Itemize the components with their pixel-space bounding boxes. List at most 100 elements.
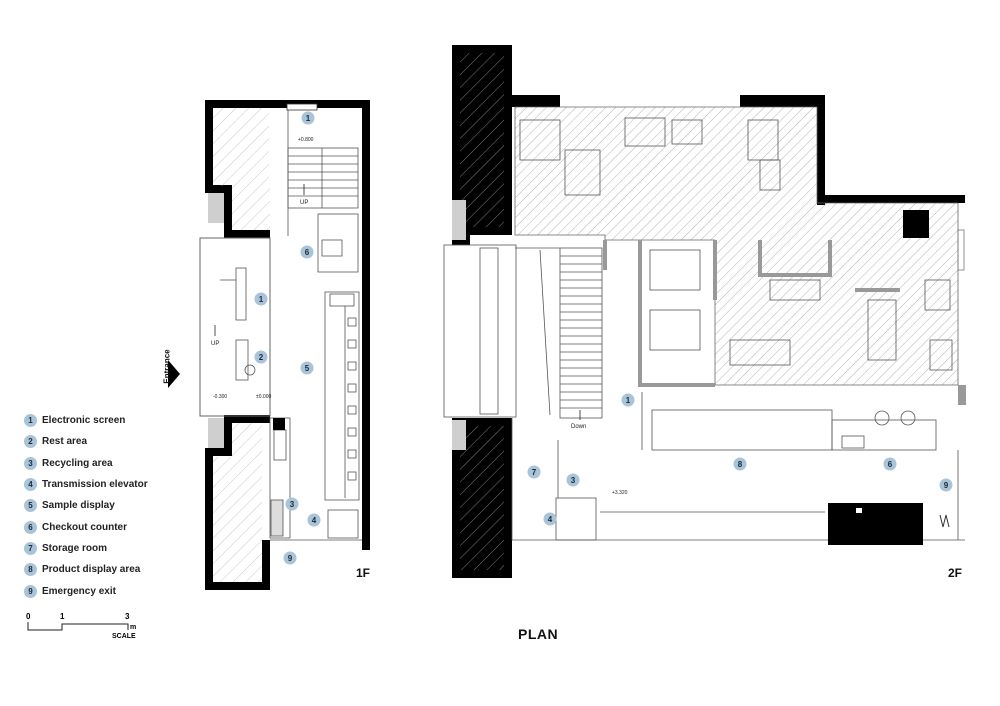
- plan-annotations: UP UP +0.800 -0.300 ±0.000 Down +3.320: [211, 137, 628, 496]
- f1-upper-left-wall: [205, 100, 270, 238]
- legend-badge: 9: [24, 584, 37, 598]
- plan-number-badges: 1 1 2 5 6 3 4 9 1 7 3 4 8 6 9: [254, 111, 953, 565]
- badge-f2-4: 4: [543, 512, 557, 526]
- legend-item: 5 Sample display: [24, 495, 148, 516]
- f1-lower-hatch-2: [232, 423, 262, 457]
- svg-text:3: 3: [571, 476, 576, 485]
- badge-f1-9: 9: [283, 551, 297, 565]
- legend-label: Checkout counter: [42, 521, 128, 533]
- f2-top-wall-b: [740, 95, 825, 107]
- svg-text:4: 4: [312, 516, 317, 525]
- badge-f2-3: 3: [566, 473, 580, 487]
- legend-label: Sample display: [42, 500, 115, 512]
- f1-pilaster-bottom: [208, 418, 224, 448]
- legend-badge: 3: [24, 456, 37, 470]
- badge-f1-2: 2: [254, 350, 268, 364]
- f2-down-label: Down: [571, 424, 586, 430]
- legend-item: 4 Transmission elevator: [24, 474, 148, 495]
- svg-text:9: 9: [944, 481, 949, 490]
- badge-label: 1: [306, 114, 311, 123]
- f1-entrance-frame: [199, 237, 271, 417]
- f1-rest-area-furniture: [220, 267, 256, 381]
- first-floor-plan: [199, 100, 370, 590]
- scale-tick-1: 1: [60, 612, 65, 621]
- f2-upper-left-hatch: [460, 53, 504, 227]
- f2-black-block-detail: [856, 508, 862, 513]
- f1-level-top: +0.800: [298, 137, 314, 143]
- second-floor-plan: [443, 45, 966, 578]
- f2-level: +3.320: [612, 490, 628, 496]
- legend-label: Storage room: [42, 542, 108, 554]
- f1-stairs: [287, 108, 359, 236]
- f2-partitions: [603, 240, 900, 387]
- legend-item: 2 Rest area: [24, 431, 148, 452]
- f1-upper-hatch-2: [232, 186, 270, 230]
- legend-label: Emergency exit: [42, 585, 116, 597]
- f2-right-top-wall: [817, 195, 965, 203]
- scale-tick-0: 0: [26, 612, 31, 621]
- f1-up-label-top: UP: [300, 200, 308, 206]
- legend-item: 7 Storage room: [24, 538, 148, 559]
- badge-f1-3: 3: [285, 497, 299, 511]
- badge-f2-8: 8: [733, 457, 747, 471]
- f1-upper-hatch: [213, 108, 269, 186]
- f2-stairs: [515, 247, 603, 419]
- f2-product-display-counter: [641, 392, 937, 451]
- badge-f1-1b: 1: [254, 292, 268, 306]
- f1-sample-display-shelf: [324, 291, 360, 501]
- legend-label: Product display area: [42, 564, 141, 576]
- badge-f2-6: 6: [883, 457, 897, 471]
- svg-text:1: 1: [259, 295, 264, 304]
- legend-badge: 5: [24, 499, 37, 513]
- svg-text:1: 1: [626, 396, 631, 405]
- f1-level-a: -0.300: [213, 394, 227, 400]
- f1-lower-hatch: [213, 457, 262, 582]
- legend-label: Rest area: [42, 436, 88, 448]
- svg-text:3: 3: [290, 500, 295, 509]
- floor-label-2f: 2F: [948, 566, 963, 580]
- floor-label-1f: 1F: [356, 566, 371, 580]
- svg-text:5: 5: [305, 364, 310, 373]
- svg-text:2: 2: [259, 353, 264, 362]
- legend-label: Recycling area: [42, 457, 113, 469]
- f2-back-of-house-hatch: [514, 106, 959, 386]
- badge-f2-1: 1: [621, 393, 635, 407]
- f2-right-pilaster: [958, 385, 966, 405]
- f2-pilaster-top: [452, 200, 466, 240]
- svg-text:6: 6: [888, 460, 893, 469]
- legend-label: Transmission elevator: [42, 479, 148, 491]
- entrance-arrow-icon: [168, 360, 180, 388]
- f1-service-area: [269, 417, 362, 541]
- f2-right-step-wall: [817, 95, 825, 205]
- legend-item: 8 Product display area: [24, 559, 148, 580]
- svg-text:6: 6: [305, 248, 310, 257]
- legend-badge: 8: [24, 563, 37, 577]
- badge-f1-1: 1: [301, 111, 315, 125]
- f2-exit-stairs: [939, 514, 950, 528]
- scale-unit: m: [130, 624, 136, 631]
- f1-checkout-counter: [317, 213, 359, 273]
- f2-pilaster-bottom: [452, 420, 466, 450]
- f2-furniture: [519, 117, 953, 371]
- f2-right-door: [957, 229, 965, 271]
- f2-column: [903, 210, 929, 238]
- badge-f2-9: 9: [939, 478, 953, 492]
- badge-f1-4: 4: [307, 513, 321, 527]
- legend-badge: 4: [24, 478, 37, 492]
- f2-black-block: [828, 503, 923, 545]
- svg-text:7: 7: [532, 468, 537, 477]
- legend-badge: 2: [24, 435, 37, 449]
- legend-label: Electronic screen: [42, 415, 126, 427]
- legend-item: 9 Emergency exit: [24, 580, 148, 601]
- f1-right-wall: [362, 100, 370, 550]
- legend-badge: 7: [24, 541, 37, 555]
- svg-text:4: 4: [548, 515, 553, 524]
- f2-lower-left-hatch: [460, 426, 504, 570]
- badge-f1-6: 6: [300, 245, 314, 259]
- legend-item: 3 Recycling area: [24, 453, 148, 474]
- f1-level-b: ±0.000: [256, 394, 271, 400]
- svg-text:8: 8: [738, 460, 743, 469]
- scale-label: SCALE: [112, 633, 136, 640]
